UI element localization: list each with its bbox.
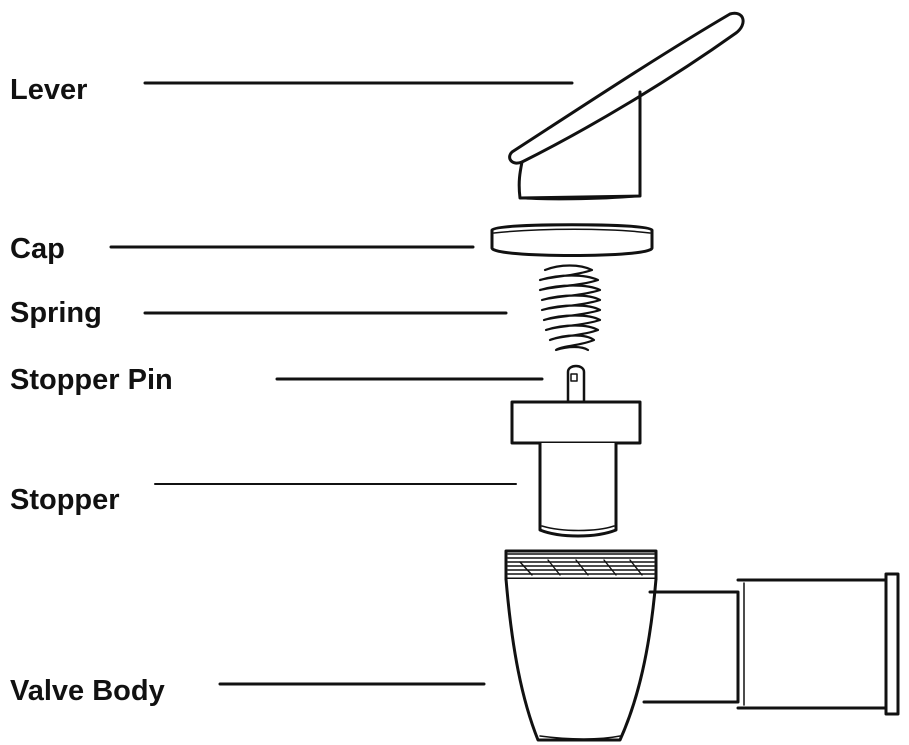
label-lever: Lever [10,74,88,106]
label-stopper-pin: Stopper Pin [10,364,173,396]
cap-part [490,223,654,257]
valve-body-part [504,549,900,742]
spring-part [538,264,602,352]
label-valve-body: Valve Body [10,675,165,707]
stopper-pin-part [566,364,586,404]
lever-part [508,11,745,201]
label-stopper: Stopper [10,484,120,516]
label-spring: Spring [10,297,102,329]
stopper-part [510,400,642,538]
label-cap: Cap [10,233,65,265]
